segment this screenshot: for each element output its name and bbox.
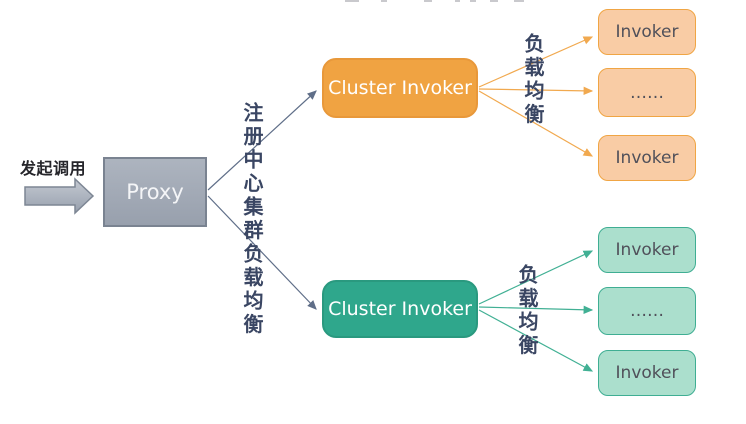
bottom-cluster-invoker-label: Cluster Invoker [328, 298, 472, 320]
bottom-invoker-node-1-label: Invoker [615, 240, 679, 260]
top-invoker-node-ellipsis: …… [598, 68, 696, 117]
top-invoker-ellipsis-label: …… [630, 82, 664, 103]
call-block-arrow [24, 177, 95, 215]
top-invoker-node-2-label: Invoker [615, 148, 679, 168]
bottom-invoker-node-1: Invoker [598, 227, 696, 273]
proxy-node: Proxy [103, 157, 207, 227]
top-invoker-node-1: Invoker [598, 9, 696, 55]
bottom-load-balance-label: 负载均衡 [515, 264, 539, 358]
bottom-invoker-ellipsis-label: …… [630, 301, 664, 321]
top-load-balance-label: 负载均衡 [521, 33, 545, 127]
proxy-node-label: Proxy [126, 180, 184, 204]
top-invoker-node-1-label: Invoker [615, 22, 679, 42]
bottom-invoker-node-2: Invoker [598, 350, 696, 396]
bottom-cluster-invoker-node: Cluster Invoker [322, 280, 478, 338]
bottom-invoker-node-ellipsis: …… [598, 287, 696, 335]
top-cluster-invoker-label: Cluster Invoker [328, 77, 472, 99]
bottom-invoker-node-2-label: Invoker [615, 363, 679, 383]
initiate-call-label: 发起调用 [20, 159, 87, 178]
top-invoker-node-2: Invoker [598, 135, 696, 181]
registry-cluster-load-balance-label: 注册中心集群负载均衡 [240, 102, 264, 337]
top-cluster-invoker-node: Cluster Invoker [322, 58, 478, 118]
